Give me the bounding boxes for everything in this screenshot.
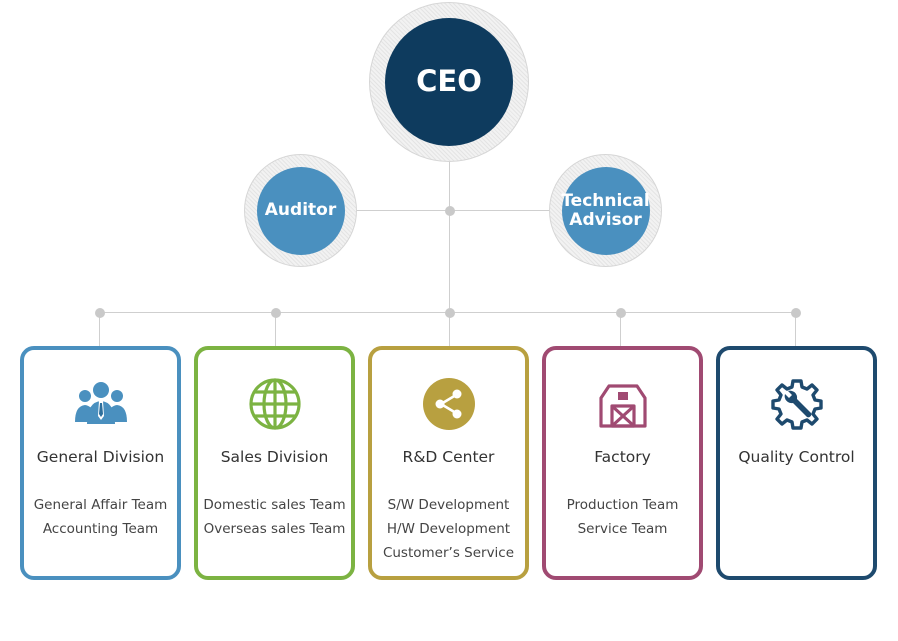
ceo-label: CEO (416, 64, 482, 99)
division-teams: Production Team Service Team (546, 493, 699, 541)
connector-drop-2 (275, 312, 276, 348)
team-label: Overseas sales Team (203, 521, 346, 537)
share-icon (422, 378, 475, 430)
division-card-rnd: R&D Center S/W Development H/W Developme… (368, 346, 529, 580)
team-label: General Affair Team (33, 497, 168, 513)
globe-icon (248, 378, 301, 430)
division-title: R&D Center (402, 448, 495, 466)
division-card-sales: Sales Division Domestic sales Team Overs… (194, 346, 355, 580)
division-teams: S/W Development H/W Development Customer… (372, 493, 525, 565)
division-teams: Domestic sales Team Overseas sales Team (198, 493, 351, 541)
junction-dot-4 (616, 308, 626, 318)
team-label: Production Team (566, 497, 679, 513)
ceo-node: CEO (369, 2, 529, 162)
division-card-general: General Division General Affair Team Acc… (20, 346, 181, 580)
junction-dot-3 (445, 308, 455, 318)
technical-advisor-node: Technical Advisor (549, 154, 662, 267)
division-title: Sales Division (220, 448, 329, 466)
junction-dot-staff (445, 206, 455, 216)
barn-icon (598, 384, 647, 428)
team-label: Domestic sales Team (203, 497, 346, 513)
auditor-circle: Auditor (256, 166, 345, 255)
team-label: H/W Development (386, 521, 511, 537)
connector-drop-5 (795, 312, 796, 348)
people-icon (74, 382, 127, 424)
connector-ceo-vertical (449, 140, 450, 314)
team-label: Accounting Team (42, 521, 159, 537)
technical-advisor-label-line1: Technical (561, 190, 650, 211)
technical-advisor-circle: Technical Advisor (561, 166, 650, 255)
team-label: Customer’s Service (382, 545, 515, 561)
connector-drop-4 (620, 312, 621, 348)
auditor-node: Auditor (244, 154, 357, 267)
ceo-circle: CEO (385, 18, 513, 146)
division-title: Quality Control (738, 448, 855, 466)
junction-dot-2 (271, 308, 281, 318)
junction-dot-1 (95, 308, 105, 318)
division-title: Factory (594, 448, 651, 466)
division-card-quality: Quality Control (716, 346, 877, 580)
technical-advisor-label-line2: Advisor (569, 209, 642, 230)
junction-dot-5 (791, 308, 801, 318)
connector-drop-3 (449, 312, 450, 348)
team-label: S/W Development (387, 497, 510, 513)
division-teams: General Affair Team Accounting Team (24, 493, 177, 541)
team-label: Service Team (577, 521, 668, 537)
gear-wrench-icon (770, 379, 823, 430)
division-title: General Division (36, 448, 165, 466)
auditor-label: Auditor (264, 200, 337, 221)
division-card-factory: Factory Production Team Service Team (542, 346, 703, 580)
connector-drop-1 (99, 312, 100, 348)
